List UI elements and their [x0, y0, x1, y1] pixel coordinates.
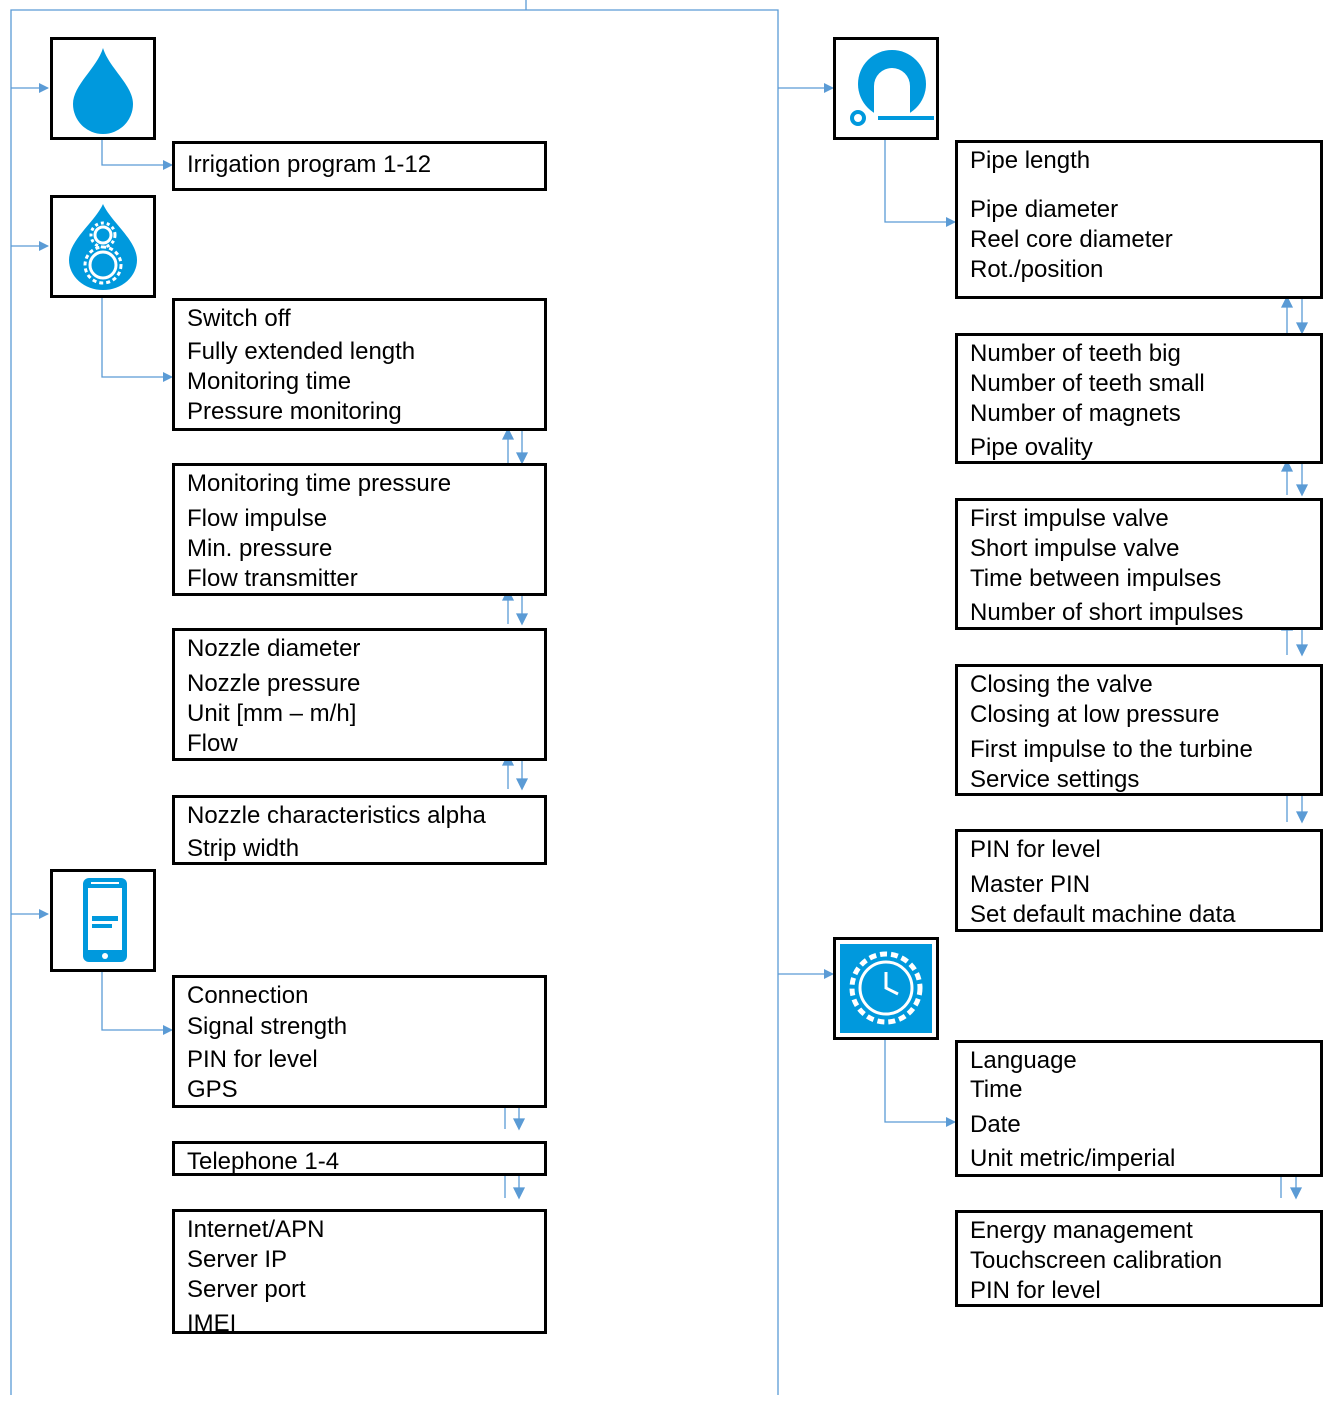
scroll-up-arrowhead[interactable]	[1280, 459, 1294, 472]
menu-item[interactable]: Pipe ovality	[970, 434, 1093, 461]
menu-item[interactable]: Pipe length	[970, 147, 1091, 174]
menu-item[interactable]: Pressure monitoring	[187, 398, 402, 425]
menu-item[interactable]: Nozzle diameter	[187, 635, 361, 662]
clock-gear-icon[interactable]	[833, 937, 939, 1040]
scroll-down-arrowhead[interactable]	[515, 778, 529, 791]
menu-item[interactable]: Number of short impulses	[970, 599, 1244, 626]
smartphone-icon[interactable]	[50, 869, 156, 972]
scroll-down-arrowhead[interactable]	[515, 452, 529, 465]
menu-item[interactable]: Number of magnets	[970, 400, 1181, 427]
gear-drop-icon[interactable]	[50, 195, 156, 298]
frame-line	[10, 9, 779, 1395]
menu-item[interactable]: Touchscreen calibration	[970, 1247, 1223, 1274]
elbow-arrow	[101, 140, 173, 170]
scroll-up-arrowhead[interactable]	[1280, 295, 1294, 308]
menu-item[interactable]: Server port	[187, 1276, 306, 1303]
menu-item[interactable]: PIN for level	[970, 836, 1101, 863]
menu-item[interactable]: Server IP	[187, 1246, 288, 1273]
menu-item[interactable]: First impulse to the turbine	[970, 736, 1253, 763]
scroll-down-arrowhead[interactable]	[1295, 484, 1309, 497]
menu-item[interactable]: Closing the valve	[970, 671, 1153, 698]
menu-item[interactable]: Language	[970, 1047, 1077, 1074]
menu-item[interactable]: Flow impulse	[187, 505, 328, 532]
menu-item[interactable]: Time between impulses	[970, 565, 1222, 592]
elbow-arrow	[884, 1040, 956, 1127]
menu-box: Telephone 1-4	[172, 1141, 547, 1176]
menu-item[interactable]: Flow transmitter	[187, 565, 358, 592]
menu-item[interactable]: PIN for level	[187, 1046, 318, 1073]
scroll-down-arrowhead[interactable]	[512, 1187, 526, 1200]
menu-item[interactable]: Time	[970, 1076, 1023, 1103]
menu-box: Irrigation program 1-12	[172, 141, 547, 191]
menu-item[interactable]: Flow	[187, 730, 238, 757]
menu-item[interactable]: GPS	[187, 1076, 238, 1103]
menu-item[interactable]: Telephone 1-4	[187, 1148, 340, 1175]
menu-item[interactable]: Closing at low pressure	[970, 701, 1220, 728]
menu-item[interactable]: Set default machine data	[970, 901, 1236, 928]
menu-item[interactable]: Irrigation program 1-12	[187, 151, 432, 178]
menu-item[interactable]: Monitoring time pressure	[187, 470, 452, 497]
scroll-up-arrowhead[interactable]	[501, 427, 515, 440]
scroll-down-arrowhead[interactable]	[1295, 644, 1309, 657]
menu-item[interactable]: Unit [mm – m/h]	[187, 700, 357, 727]
menu-item[interactable]: Nozzle characteristics alpha	[187, 802, 486, 829]
menu-item[interactable]: Strip width	[187, 835, 300, 862]
menu-item[interactable]: First impulse valve	[970, 505, 1169, 532]
menu-item[interactable]: Nozzle pressure	[187, 670, 361, 697]
menu-item[interactable]: IMEI	[187, 1310, 237, 1337]
elbow-arrow	[101, 298, 173, 382]
menu-item[interactable]: Service settings	[970, 766, 1140, 793]
elbow-arrow	[101, 972, 173, 1035]
pipe-reel-icon[interactable]	[833, 37, 939, 140]
menu-item[interactable]: Unit metric/imperial	[970, 1145, 1176, 1172]
menu-item[interactable]: Min. pressure	[187, 535, 333, 562]
menu-item[interactable]: Number of teeth small	[970, 370, 1205, 397]
menu-item[interactable]: Reel core diameter	[970, 226, 1173, 253]
menu-item[interactable]: Monitoring time	[187, 368, 352, 395]
menu-item[interactable]: Date	[970, 1111, 1021, 1138]
scroll-down-arrowhead[interactable]	[512, 1118, 526, 1131]
scroll-down-arrowhead[interactable]	[1289, 1187, 1303, 1200]
menu-item[interactable]: Energy management	[970, 1217, 1193, 1244]
menu-item[interactable]: PIN for level	[970, 1277, 1101, 1304]
menu-item[interactable]: Fully extended length	[187, 338, 416, 365]
scroll-down-arrowhead[interactable]	[1295, 322, 1309, 335]
menu-item[interactable]: Internet/APN	[187, 1216, 325, 1243]
menu-item[interactable]: Master PIN	[970, 871, 1091, 898]
scroll-down-arrowhead[interactable]	[1295, 811, 1309, 824]
menu-item[interactable]: Short impulse valve	[970, 535, 1180, 562]
elbow-arrow	[884, 140, 956, 227]
water-drop-icon[interactable]	[50, 37, 156, 140]
scroll-down-arrowhead[interactable]	[515, 613, 529, 626]
menu-item[interactable]: Signal strength	[187, 1013, 348, 1040]
menu-item[interactable]: Rot./position	[970, 256, 1104, 283]
menu-item[interactable]: Connection	[187, 982, 309, 1009]
menu-item[interactable]: Number of teeth big	[970, 340, 1181, 367]
menu-item[interactable]: Pipe diameter	[970, 196, 1119, 223]
menu-item[interactable]: Switch off	[187, 305, 291, 332]
